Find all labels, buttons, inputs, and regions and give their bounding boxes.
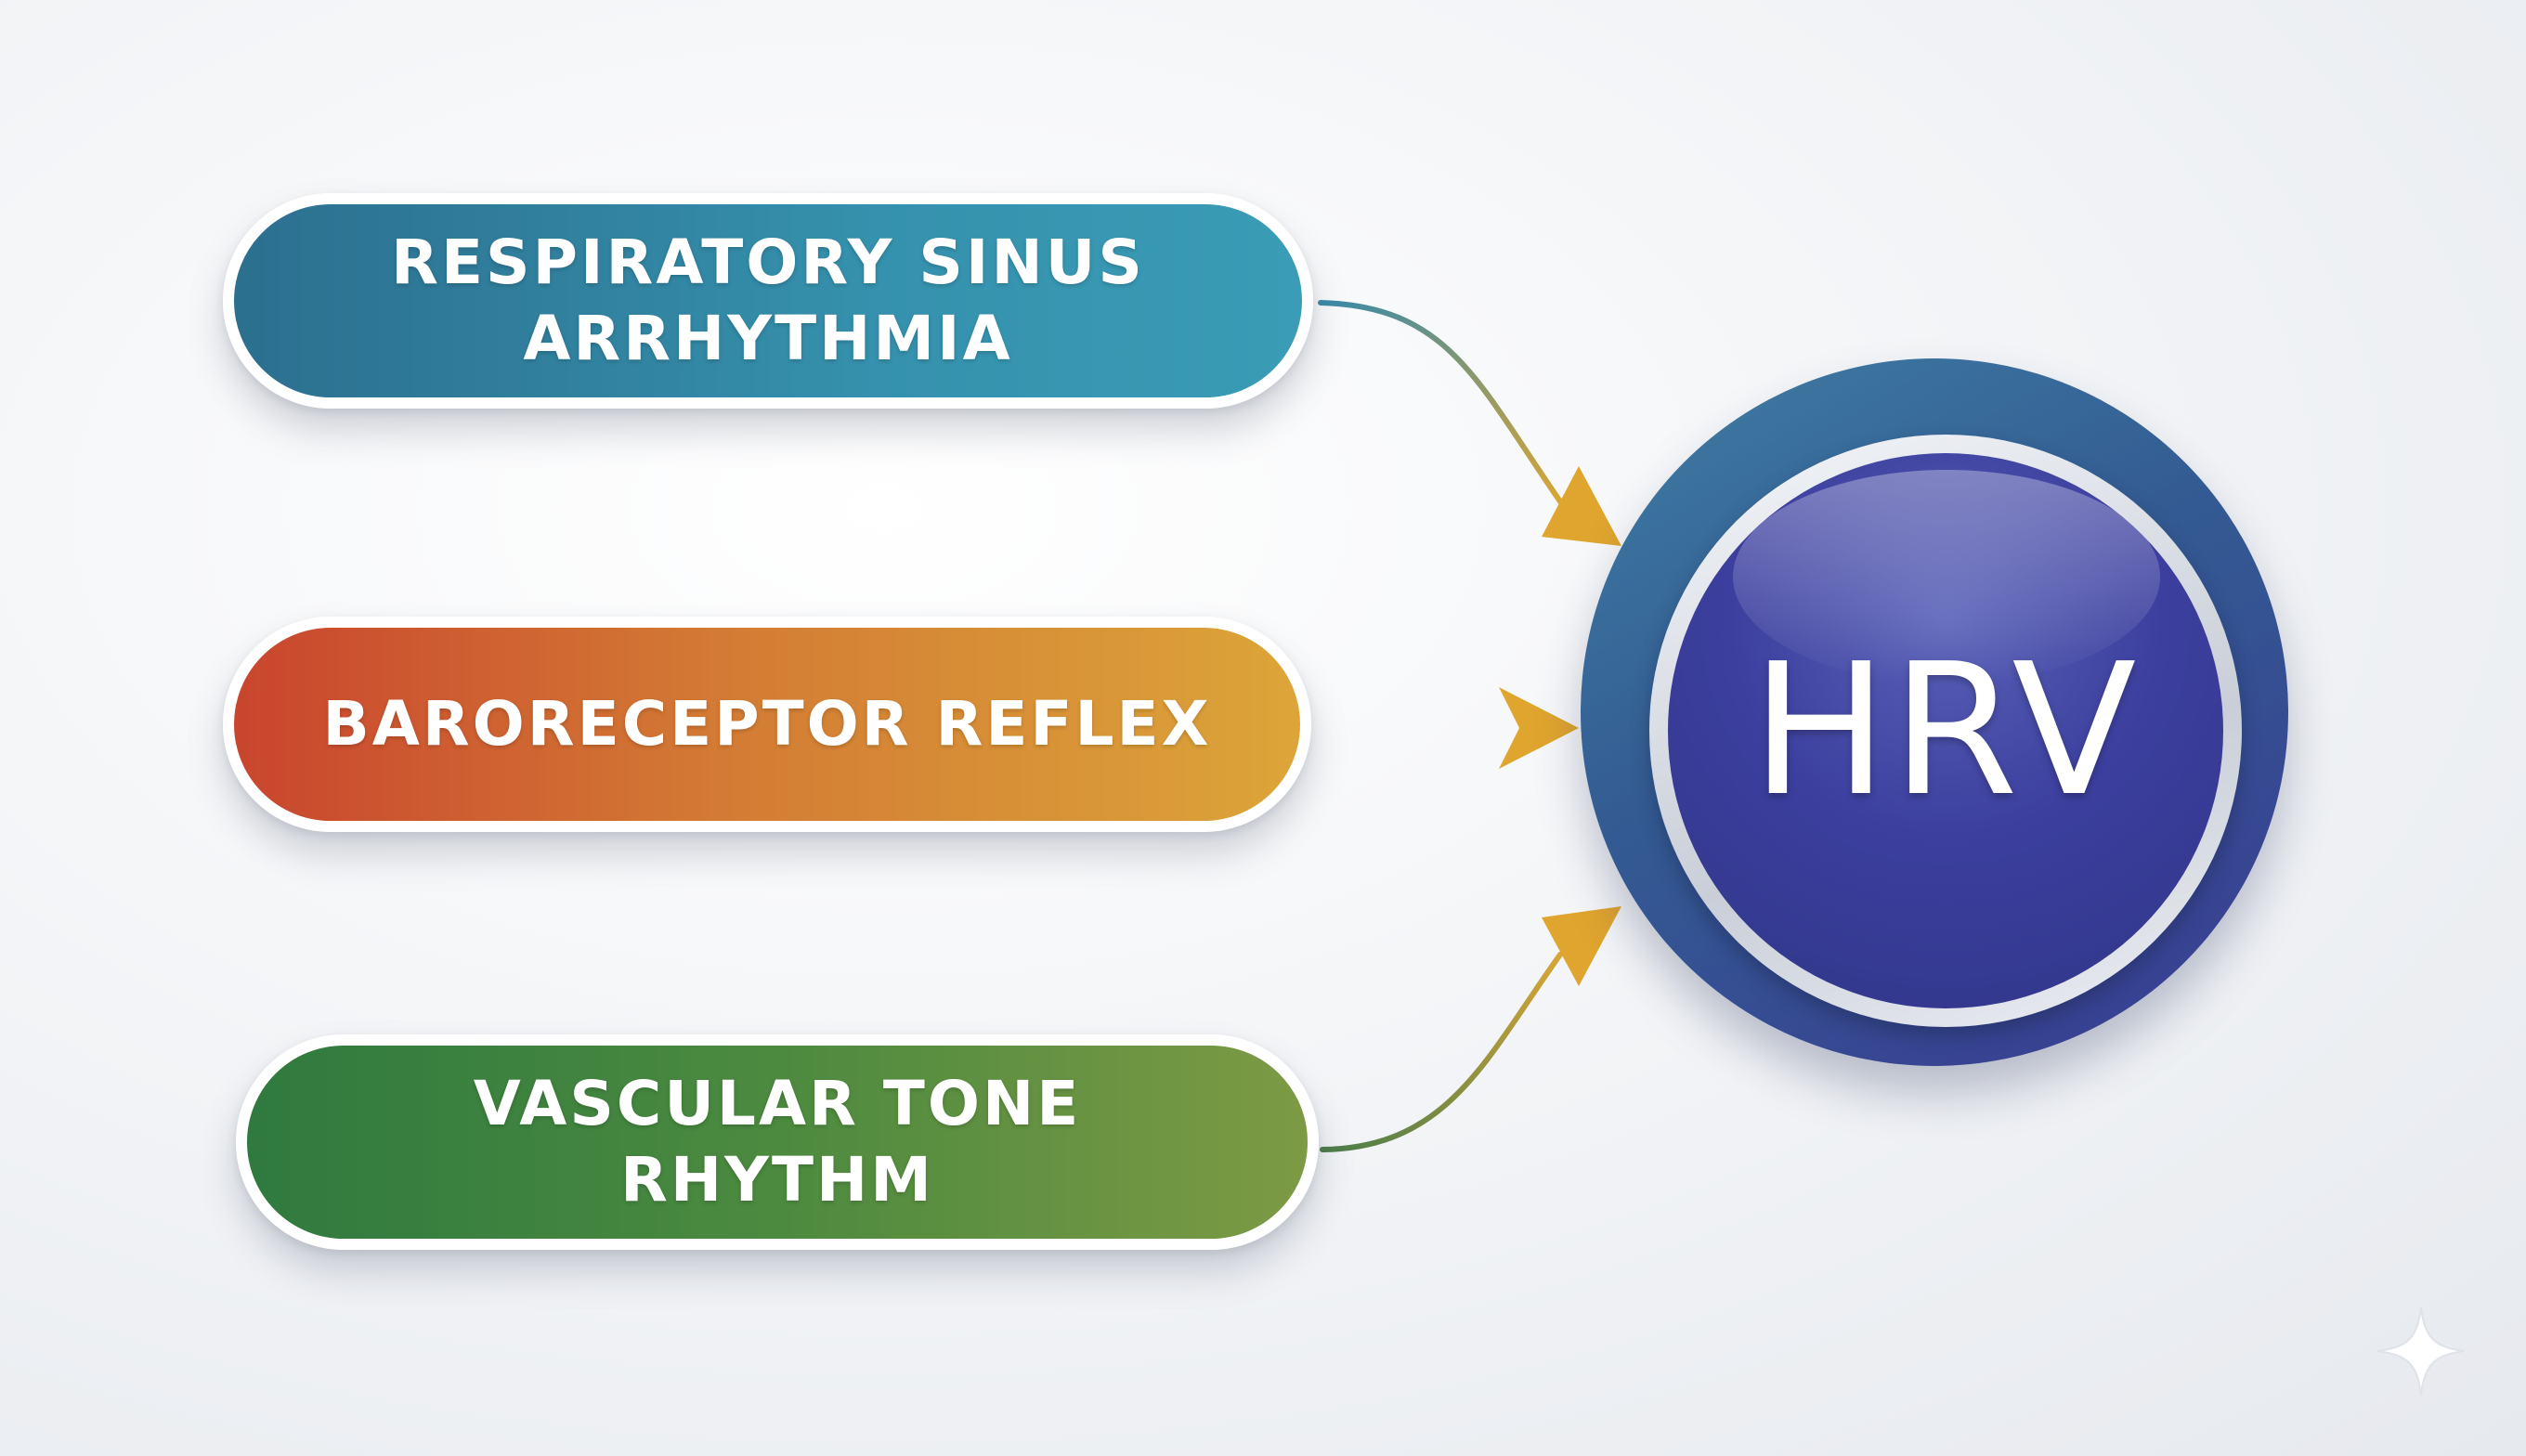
hrv-node: HRV xyxy=(1668,453,2223,1008)
input-label: BARORECEPTOR REFLEX xyxy=(322,688,1212,760)
input-vascular-tone-rhythm: VASCULAR TONE RHYTHM xyxy=(236,1034,1319,1250)
input-baroreceptor-reflex: BARORECEPTOR REFLEX xyxy=(223,617,1311,832)
sparkle-icon xyxy=(2376,1306,2466,1396)
connector-line-vasc xyxy=(1320,952,1563,1152)
arrowhead-vasc xyxy=(1542,906,1621,986)
hrv-label: HRV xyxy=(1751,625,2141,837)
arrowhead-baro xyxy=(1499,687,1579,769)
arrowhead-rsa xyxy=(1542,466,1621,546)
input-respiratory-sinus-arrhythmia: RESPIRATORY SINUS ARRHYTHMIA xyxy=(223,193,1313,409)
input-label: VASCULAR TONE RHYTHM xyxy=(473,1068,1082,1216)
input-label: RESPIRATORY SINUS ARRHYTHMIA xyxy=(391,227,1145,374)
connector-line-rsa xyxy=(1318,300,1563,504)
